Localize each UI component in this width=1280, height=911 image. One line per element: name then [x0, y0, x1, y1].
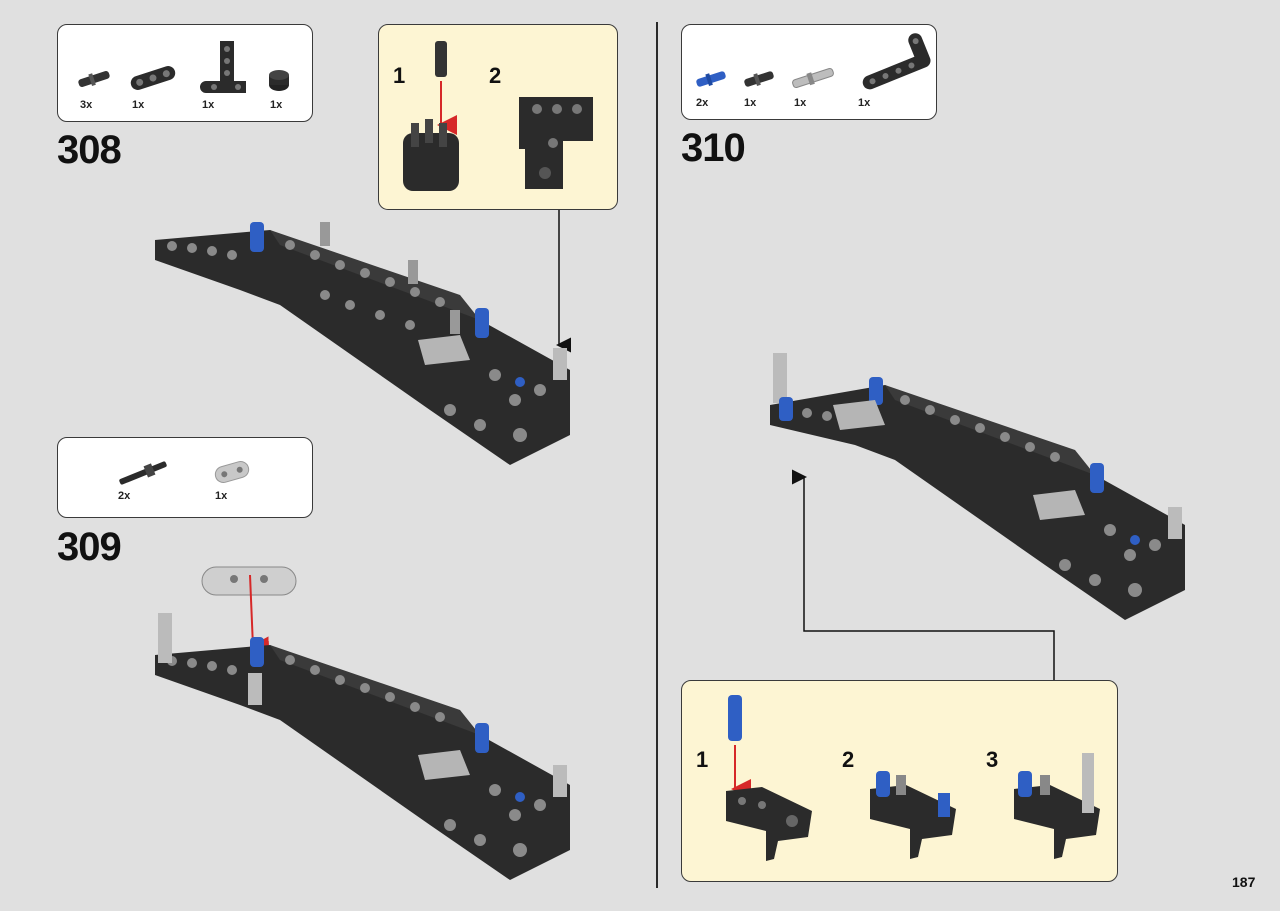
- substep-illustration: [403, 41, 593, 191]
- parts-callout-308: 3x 1x 1x 1x: [57, 24, 313, 122]
- part-qty: 1x: [215, 490, 228, 502]
- l-beam-icon: [200, 41, 246, 93]
- build-illustration-309: [155, 566, 570, 880]
- thin-beam-icon: [214, 461, 250, 483]
- substep-number: 2: [489, 63, 502, 88]
- part-qty: 3x: [80, 99, 93, 111]
- page-number: 187: [1232, 874, 1256, 890]
- long-pin-icon: [792, 67, 834, 89]
- build-illustration-308: [155, 222, 570, 465]
- step-number: 310: [681, 126, 746, 170]
- bush-icon: [269, 70, 289, 91]
- part-qty: 2x: [118, 490, 131, 502]
- part-qty: 1x: [858, 97, 871, 109]
- substep-number: 2: [842, 747, 855, 772]
- part-qty: 1x: [744, 97, 757, 109]
- l-beam-long-icon: [862, 33, 931, 90]
- part-qty: 1x: [270, 99, 283, 111]
- blue-pin-icon: [696, 71, 726, 87]
- part-qty: 1x: [132, 99, 145, 111]
- subassembly-callout-308: 1 2: [378, 24, 618, 210]
- substep-illustration: [726, 695, 1100, 861]
- column-divider: [656, 22, 658, 888]
- substep-number: 1: [696, 747, 709, 772]
- parts-callout-309: 2x 1x: [57, 437, 313, 518]
- build-illustration-310: [770, 353, 1185, 620]
- subassembly-callout-310: 1 2 3: [681, 680, 1118, 882]
- part-qty: 1x: [202, 99, 215, 111]
- part-qty: 1x: [794, 97, 807, 109]
- step-number: 309: [57, 525, 122, 569]
- beam-3-icon: [130, 66, 176, 90]
- parts-callout-310: 2x 1x 1x 1x: [681, 24, 937, 120]
- friction-pin-icon: [78, 71, 110, 87]
- part-qty: 2x: [696, 97, 709, 109]
- friction-pin-icon: [744, 71, 774, 87]
- substep-number: 3: [986, 747, 999, 772]
- step-number: 308: [57, 128, 122, 172]
- substep-number: 1: [393, 63, 406, 88]
- axle-icon: [119, 461, 167, 485]
